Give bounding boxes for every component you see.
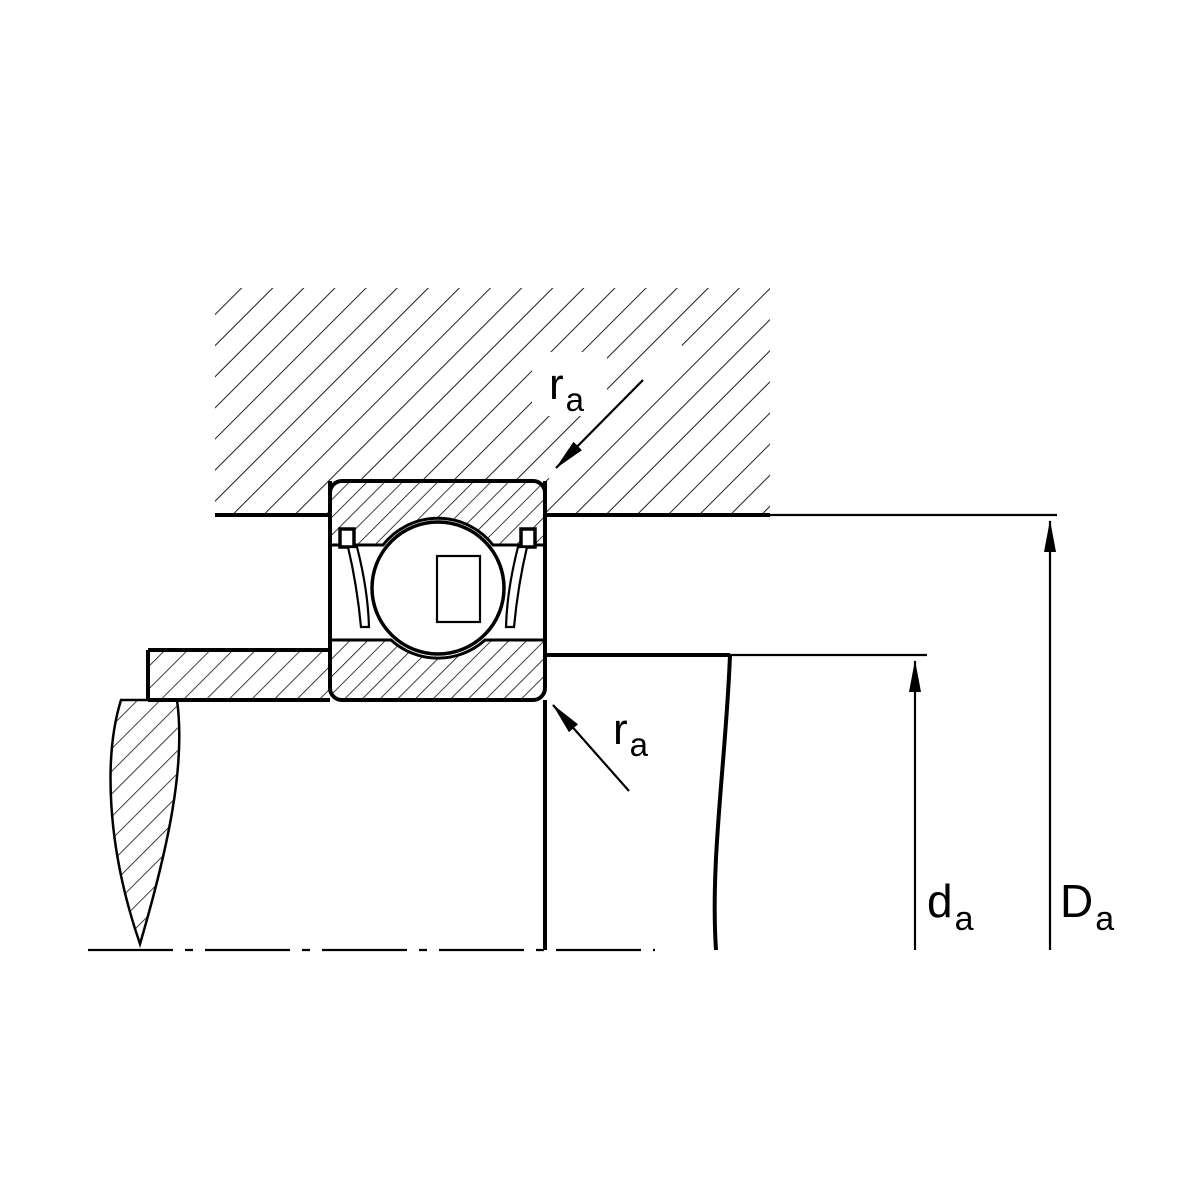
seal-left: [338, 527, 371, 629]
seal-right-anchor: [519, 527, 537, 549]
label-clearing-box: [532, 352, 607, 416]
bearing: [328, 479, 547, 702]
dimension-da: da: [730, 653, 974, 950]
outer-raceway-line: [330, 516, 545, 547]
seal-right-lip: [504, 545, 529, 629]
ra-bottom-leader-line: [552, 704, 630, 792]
shaft-break-teardrop: [109, 698, 181, 949]
leader-ra-top: ra: [549, 360, 644, 469]
housing-hatch-area: [215, 288, 770, 515]
outer-ring-hatch: [330, 481, 545, 545]
ra-top-leader-line: [555, 379, 644, 469]
bearing-outline: [328, 479, 547, 702]
dimension-Da: Da: [770, 513, 1114, 950]
Da-label: Da: [1060, 875, 1114, 938]
shaft-contour-right: [712, 654, 732, 951]
seal-left-lip: [346, 545, 371, 629]
inner-ring-hatch: [330, 640, 545, 700]
inner-raceway-line: [330, 638, 545, 660]
seal-left-anchor: [338, 527, 356, 549]
shaft-edges-left: [146, 648, 330, 702]
shaft-shoulder-hatch: [148, 650, 330, 700]
cage-section: [435, 554, 482, 624]
ra-bottom-label: ra: [613, 705, 649, 763]
leader-ra-bottom: ra: [552, 704, 649, 792]
ra-top-label: ra: [549, 360, 585, 418]
shaft-section: [109, 648, 732, 951]
da-label: da: [927, 875, 974, 938]
seal-right: [504, 527, 537, 629]
